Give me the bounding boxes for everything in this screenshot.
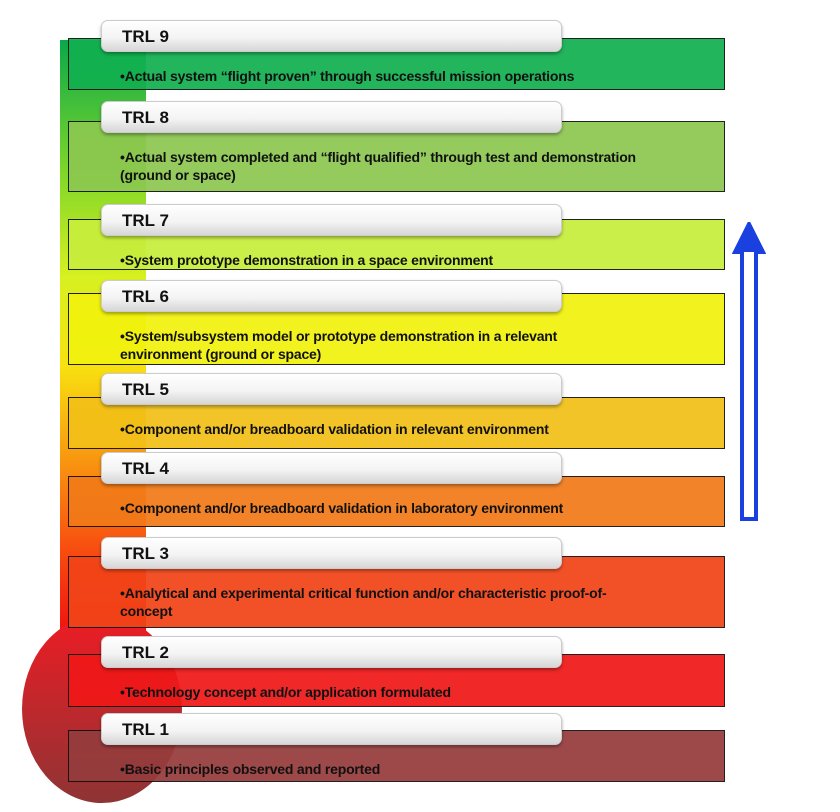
trl1-label-tab: TRL 1 xyxy=(101,713,562,745)
trl6-label: TRL 6 xyxy=(122,287,169,306)
trl3-label-tab: TRL 3 xyxy=(101,537,562,569)
trl2-label: TRL 2 xyxy=(122,643,169,662)
trl3-description: •Analytical and experimental critical fu… xyxy=(120,585,607,619)
trl8-description: •Actual system completed and “flight qua… xyxy=(120,149,636,183)
trl6-label-tab: TRL 6 xyxy=(101,280,562,312)
up-arrow-icon xyxy=(732,222,766,521)
trl4-description: •Component and/or breadboard validation … xyxy=(120,500,564,516)
trl5-box xyxy=(68,397,725,449)
trl5-label-tab: TRL 5 xyxy=(101,373,562,405)
trl8-label-tab: TRL 8 xyxy=(101,101,562,133)
trl1-description: •Basic principles observed and reported xyxy=(120,761,381,777)
trl2-description: •Technology concept and/or application f… xyxy=(120,684,451,700)
trl6-description: •System/subsystem model or prototype dem… xyxy=(120,328,558,362)
trl9-description: •Actual system “flight proven” through s… xyxy=(120,68,575,84)
trl9-label-tab: TRL 9 xyxy=(101,20,562,52)
trl7-label-tab: TRL 7 xyxy=(101,204,562,236)
trl4-label-tab: TRL 4 xyxy=(101,452,562,484)
trl4-label: TRL 4 xyxy=(122,459,169,478)
trl9-label: TRL 9 xyxy=(122,27,169,46)
trl2-label-tab: TRL 2 xyxy=(101,636,562,668)
trl7-label: TRL 7 xyxy=(122,211,169,230)
trl7-description: •System prototype demonstration in a spa… xyxy=(120,252,493,268)
trl1-label: TRL 1 xyxy=(122,720,169,739)
trl5-description: •Component and/or breadboard validation … xyxy=(120,421,549,437)
trl8-label: TRL 8 xyxy=(122,108,169,127)
trl3-label: TRL 3 xyxy=(122,544,169,563)
trl5-label: TRL 5 xyxy=(122,380,169,399)
